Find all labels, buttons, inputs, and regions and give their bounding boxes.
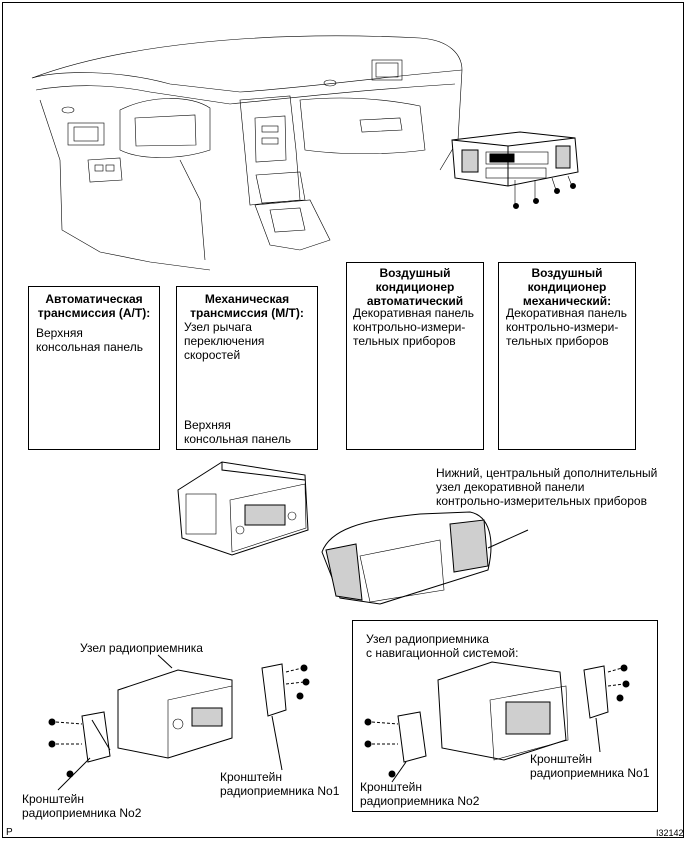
- radio-left-illustration: [48, 654, 310, 791]
- ac-auto-panel-label: Декоративная панель контрольно-измери- т…: [353, 306, 474, 348]
- ac-manual-box: [498, 262, 636, 450]
- at-console-label: Верхняя консольная панель: [36, 326, 143, 354]
- dashboard-illustration: [31, 35, 463, 271]
- radio-left-bracket1-label: Кронштейн радиоприемника No1: [220, 770, 340, 798]
- mt-box-title: Механическая трансмиссия (M/T):: [190, 292, 304, 320]
- ac-auto-box: [346, 262, 484, 450]
- corner-mark-left: P: [6, 827, 13, 838]
- center-panel-label: Нижний, центральный дополнительный узел …: [436, 466, 658, 508]
- ac-manual-title: Воздушный кондиционер механический:: [522, 266, 612, 308]
- mt-transmission-box: [176, 286, 318, 450]
- radio-nav-box: [352, 620, 658, 812]
- radio-left-bracket2-label: Кронштейн радиоприемника No2: [22, 792, 142, 820]
- radio-unit-middle-illustration: [177, 461, 309, 556]
- center-panel-illustration: [321, 511, 529, 605]
- radio-nav-bracket2-label: Кронштейн радиоприемника No2: [360, 780, 480, 808]
- radio-left-title: Узел радиоприемника: [80, 641, 203, 655]
- radio-nav-illustration: [364, 661, 630, 783]
- ac-auto-title: Воздушный кондиционер автоматический: [366, 266, 464, 308]
- at-box-title: Автоматическая трансмиссия (A/T):: [37, 292, 151, 320]
- radio-overview-illustration: [451, 131, 579, 209]
- at-transmission-box: [28, 286, 160, 450]
- mt-console-label: Верхняя консольная панель: [184, 418, 291, 446]
- ac-manual-panel-label: Декоративная панель контрольно-измери- т…: [506, 306, 627, 348]
- radio-nav-bracket1-label: Кронштейн радиоприемника No1: [530, 752, 650, 780]
- mt-lever-label: Узел рычага переключения скоростей: [184, 320, 265, 362]
- figure-id: I32142: [656, 828, 684, 838]
- radio-nav-title: Узел радиоприемника с навигационной сист…: [366, 632, 519, 660]
